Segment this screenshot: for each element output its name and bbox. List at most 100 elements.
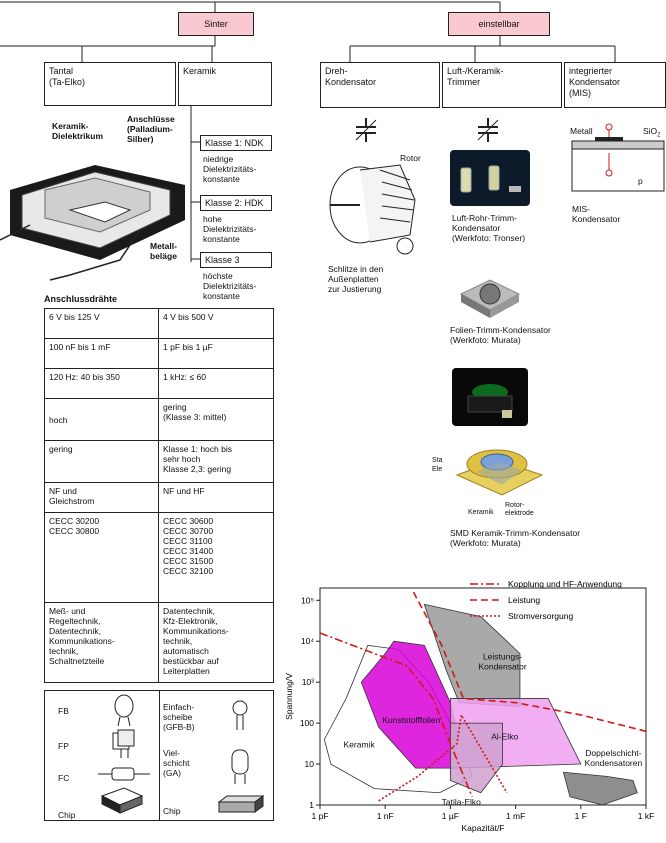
series-line-1 [412,591,647,733]
keramik-small-label: Keramik [468,509,494,516]
region-label-4: Tatila-Elko [442,797,481,807]
folien-caption: Folien-Trimm-Kondensator (Werkfoto: Mura… [450,325,551,345]
form-fc-label: FC [58,773,70,783]
table-cell: NF und HF [158,482,274,513]
legend-label-0: Kopplung und HF-Anwendung [508,579,622,589]
x-axis-label: Kapazität/F [462,823,505,833]
einstellbar-box: einstellbar [448,12,550,36]
region-label-5: Doppelschicht-Kondensatoren [585,748,643,768]
x-tick-label: 1 F [575,811,587,821]
table-cell: gering (Klasse 3: mittel) [158,398,274,441]
folien-trimm-photo [459,279,521,318]
table-cell: 1 kHz: ≤ 60 [158,368,274,399]
metall-label: Metall [570,126,593,136]
table-cell: gering [44,440,159,483]
form-chip-right-label: Chip [163,806,181,816]
sio2-text: SiO [643,126,658,136]
smd-trimmer-drawing [455,449,544,496]
dreh-kondensator-drawing [329,164,416,255]
form-vielschicht-label: Viel- schicht (GA) [163,748,190,778]
legend-label-1: Leistung [508,595,540,605]
tree-connectors [0,1,616,262]
klasse-2-box: Klasse 2: HDK [200,195,272,211]
p-label: p [638,176,643,186]
schlitze-label: Schlitze in den Außenplatten zur Justier… [328,264,384,294]
mis-drawing [571,123,665,192]
y-tick-label: 100 [300,718,314,728]
tantal-box: Tantal (Ta-Elko) [44,62,176,106]
anschluesse-label: Anschlüsse (Palladium- Silber) [127,114,175,144]
sinter-box: Sinter [178,12,254,36]
region-label-3: Al-Elko [491,731,518,741]
capacitance-voltage-chart: Keramik Leistungs-KondensatorKunststofffo… [284,579,655,833]
region-label-0: Keramik [344,740,376,750]
sio2-label: SiO2 [643,126,661,141]
region-label-2: Kunststofffolien [382,715,440,725]
smd-caption: SMD Keramik-Trimm-Kondensator (Werkfoto:… [450,528,581,548]
table-cell: Meß- und Regeltechnik, Datentechnik, Kom… [44,602,159,683]
table-cell: NF und Gleichstrom [44,482,159,513]
luft-rohr-parts-icon [460,165,521,193]
table-cell: 100 nF bis 1 mF [44,338,159,369]
table-cell: CECC 30600 CECC 30700 CECC 31100 CECC 31… [158,512,274,603]
form-chip-label: Chip [58,810,76,820]
black-trimmer-icon [467,384,513,418]
region-5 [562,771,638,806]
rotor-elektrode-label: Rotor- elektrode [505,502,534,517]
series-line-0 [319,632,473,798]
form-fp-label: FP [58,741,69,751]
region-4 [449,722,503,794]
table-cell: 1 pF bis 1 µF [158,338,274,369]
table-cell: Klasse 1: hoch bis sehr hoch Klasse 2,3:… [158,440,274,483]
y-tick-label: 10⁴ [301,636,314,646]
klasse-3-box: Klasse 3 [200,252,272,268]
table-cell: Datentechnik, Kfz-Elektronik, Kommunikat… [158,602,274,683]
x-tick-label: 1 kF [638,811,655,821]
table-cell: hoch [44,398,159,441]
table-cell: 6 V bis 125 V [44,308,159,339]
klasse-1-desc: niedrige Dielektrizitäts- konstante [203,154,257,184]
keramik-box: Keramik [178,62,272,106]
series-line-2 [378,712,508,802]
forms-icons [98,694,265,814]
table-row: Meß- und Regeltechnik, Datentechnik, Kom… [44,602,274,683]
form-einfach-label: Einfach- scheibe (GFB-B) [163,702,195,732]
y-axis-label: Spannung/V [284,673,294,720]
region-label-1: Leistungs-Kondensator [478,652,526,672]
klasse-2-desc: hohe Dielektrizitäts- konstante [203,214,257,244]
klasse-1-box: Klasse 1: NDK [200,135,272,151]
x-tick-label: 1 nF [377,811,394,821]
sio2-subscript: 2 [657,132,661,139]
dreh-box: Dreh- Kondensator [320,62,440,108]
variable-capacitor-symbols [355,118,499,142]
x-tick-label: 1 mF [506,811,525,821]
table-cell: 120 Hz: 40 bis 350 [44,368,159,399]
rotor-label: Rotor [400,153,421,163]
legend-label-2: Stromversorgung [508,611,573,621]
form-fb-label: FB [58,706,69,716]
integriert-box: integrierter Kondensator (MIS) [564,62,666,108]
y-tick-label: 1 [309,800,314,810]
capacitor-cutaway-drawing [0,165,185,281]
keramik-dielektrikum-label: Keramik- Dielektrikum [52,121,104,141]
table-cell: 4 V bis 500 V [158,308,274,339]
forms-panel [44,690,274,821]
y-tick-label: 10 [305,759,315,769]
mis-caption: MIS- Kondensator [572,204,621,224]
luft-box: Luft-/Keramik- Trimmer [442,62,562,108]
y-tick-label: 10³ [302,677,314,687]
sta-ele-label: Sta Ele [432,457,443,473]
x-tick-label: 1 µF [442,811,459,821]
luft-rohr-caption: Luft-Rohr-Trimm- Kondensator (Werkfoto: … [452,213,526,243]
y-tick-label: 10⁵ [301,595,314,605]
table-cell: CECC 30200 CECC 30800 [44,512,159,603]
klasse-3-desc: höchste Dielektrizitäts- konstante [203,271,257,301]
